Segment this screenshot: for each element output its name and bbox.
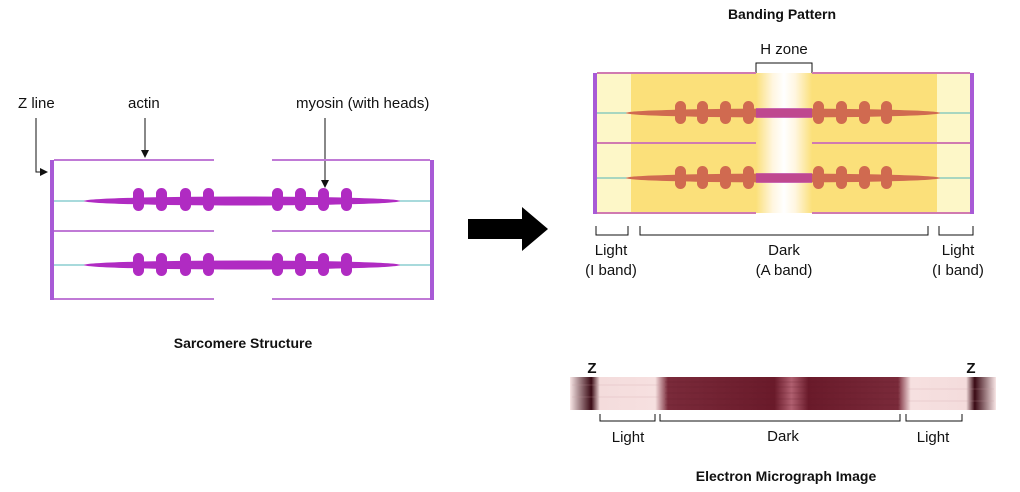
titin-lines bbox=[54, 200, 430, 266]
actin-filaments bbox=[597, 72, 970, 214]
micrograph-brackets bbox=[599, 414, 963, 422]
z-disc-right bbox=[430, 160, 434, 300]
z-line-label: Z line bbox=[18, 95, 55, 112]
z-disc-left bbox=[593, 73, 597, 214]
h-zone-bracket bbox=[755, 62, 813, 73]
i-band-right-label: (I band) bbox=[932, 262, 984, 279]
light-left-label: Light bbox=[595, 242, 628, 259]
myosin-filament bbox=[84, 188, 400, 211]
sarcomere-structure: Z line actin myosin (with heads) bbox=[18, 95, 434, 351]
micrograph-noise bbox=[572, 384, 994, 402]
z-left-label: Z bbox=[587, 360, 596, 377]
dark-label: Dark bbox=[768, 242, 800, 259]
z-disc-left bbox=[50, 160, 54, 300]
h-zone-band bbox=[756, 73, 812, 213]
banding-pattern-title: Banding Pattern bbox=[728, 6, 836, 22]
band-brackets bbox=[595, 226, 974, 236]
i-band-left-label: (I band) bbox=[585, 262, 637, 279]
transition-arrow bbox=[468, 207, 548, 251]
electron-micrograph: Z Z Light Dark Light Electron Micrograph… bbox=[570, 360, 996, 484]
micrograph-light-right-label: Light bbox=[917, 429, 950, 446]
sarcomere-structure-title: Sarcomere Structure bbox=[174, 335, 313, 351]
banding-pattern: Banding Pattern H zone bbox=[585, 6, 984, 279]
h-zone-label: H zone bbox=[760, 41, 808, 58]
z-line-pointer bbox=[35, 118, 48, 176]
electron-micrograph-title: Electron Micrograph Image bbox=[696, 468, 877, 484]
myosin-filament bbox=[626, 101, 940, 124]
actin-filaments bbox=[54, 159, 430, 300]
light-right-label: Light bbox=[942, 242, 975, 259]
h-zone-myosin-tint bbox=[756, 108, 812, 118]
myosin-filament bbox=[84, 253, 400, 276]
micrograph-dark-label: Dark bbox=[767, 428, 799, 445]
myosin-label: myosin (with heads) bbox=[296, 95, 429, 112]
actin-label: actin bbox=[128, 95, 160, 112]
micrograph-striations bbox=[665, 381, 900, 406]
a-band-label: (A band) bbox=[756, 262, 813, 279]
micrograph-light-left-label: Light bbox=[612, 429, 645, 446]
micrograph-image bbox=[570, 377, 996, 410]
z-right-label: Z bbox=[966, 360, 975, 377]
z-disc-right bbox=[970, 73, 974, 214]
h-zone-myosin-tint bbox=[756, 173, 812, 183]
